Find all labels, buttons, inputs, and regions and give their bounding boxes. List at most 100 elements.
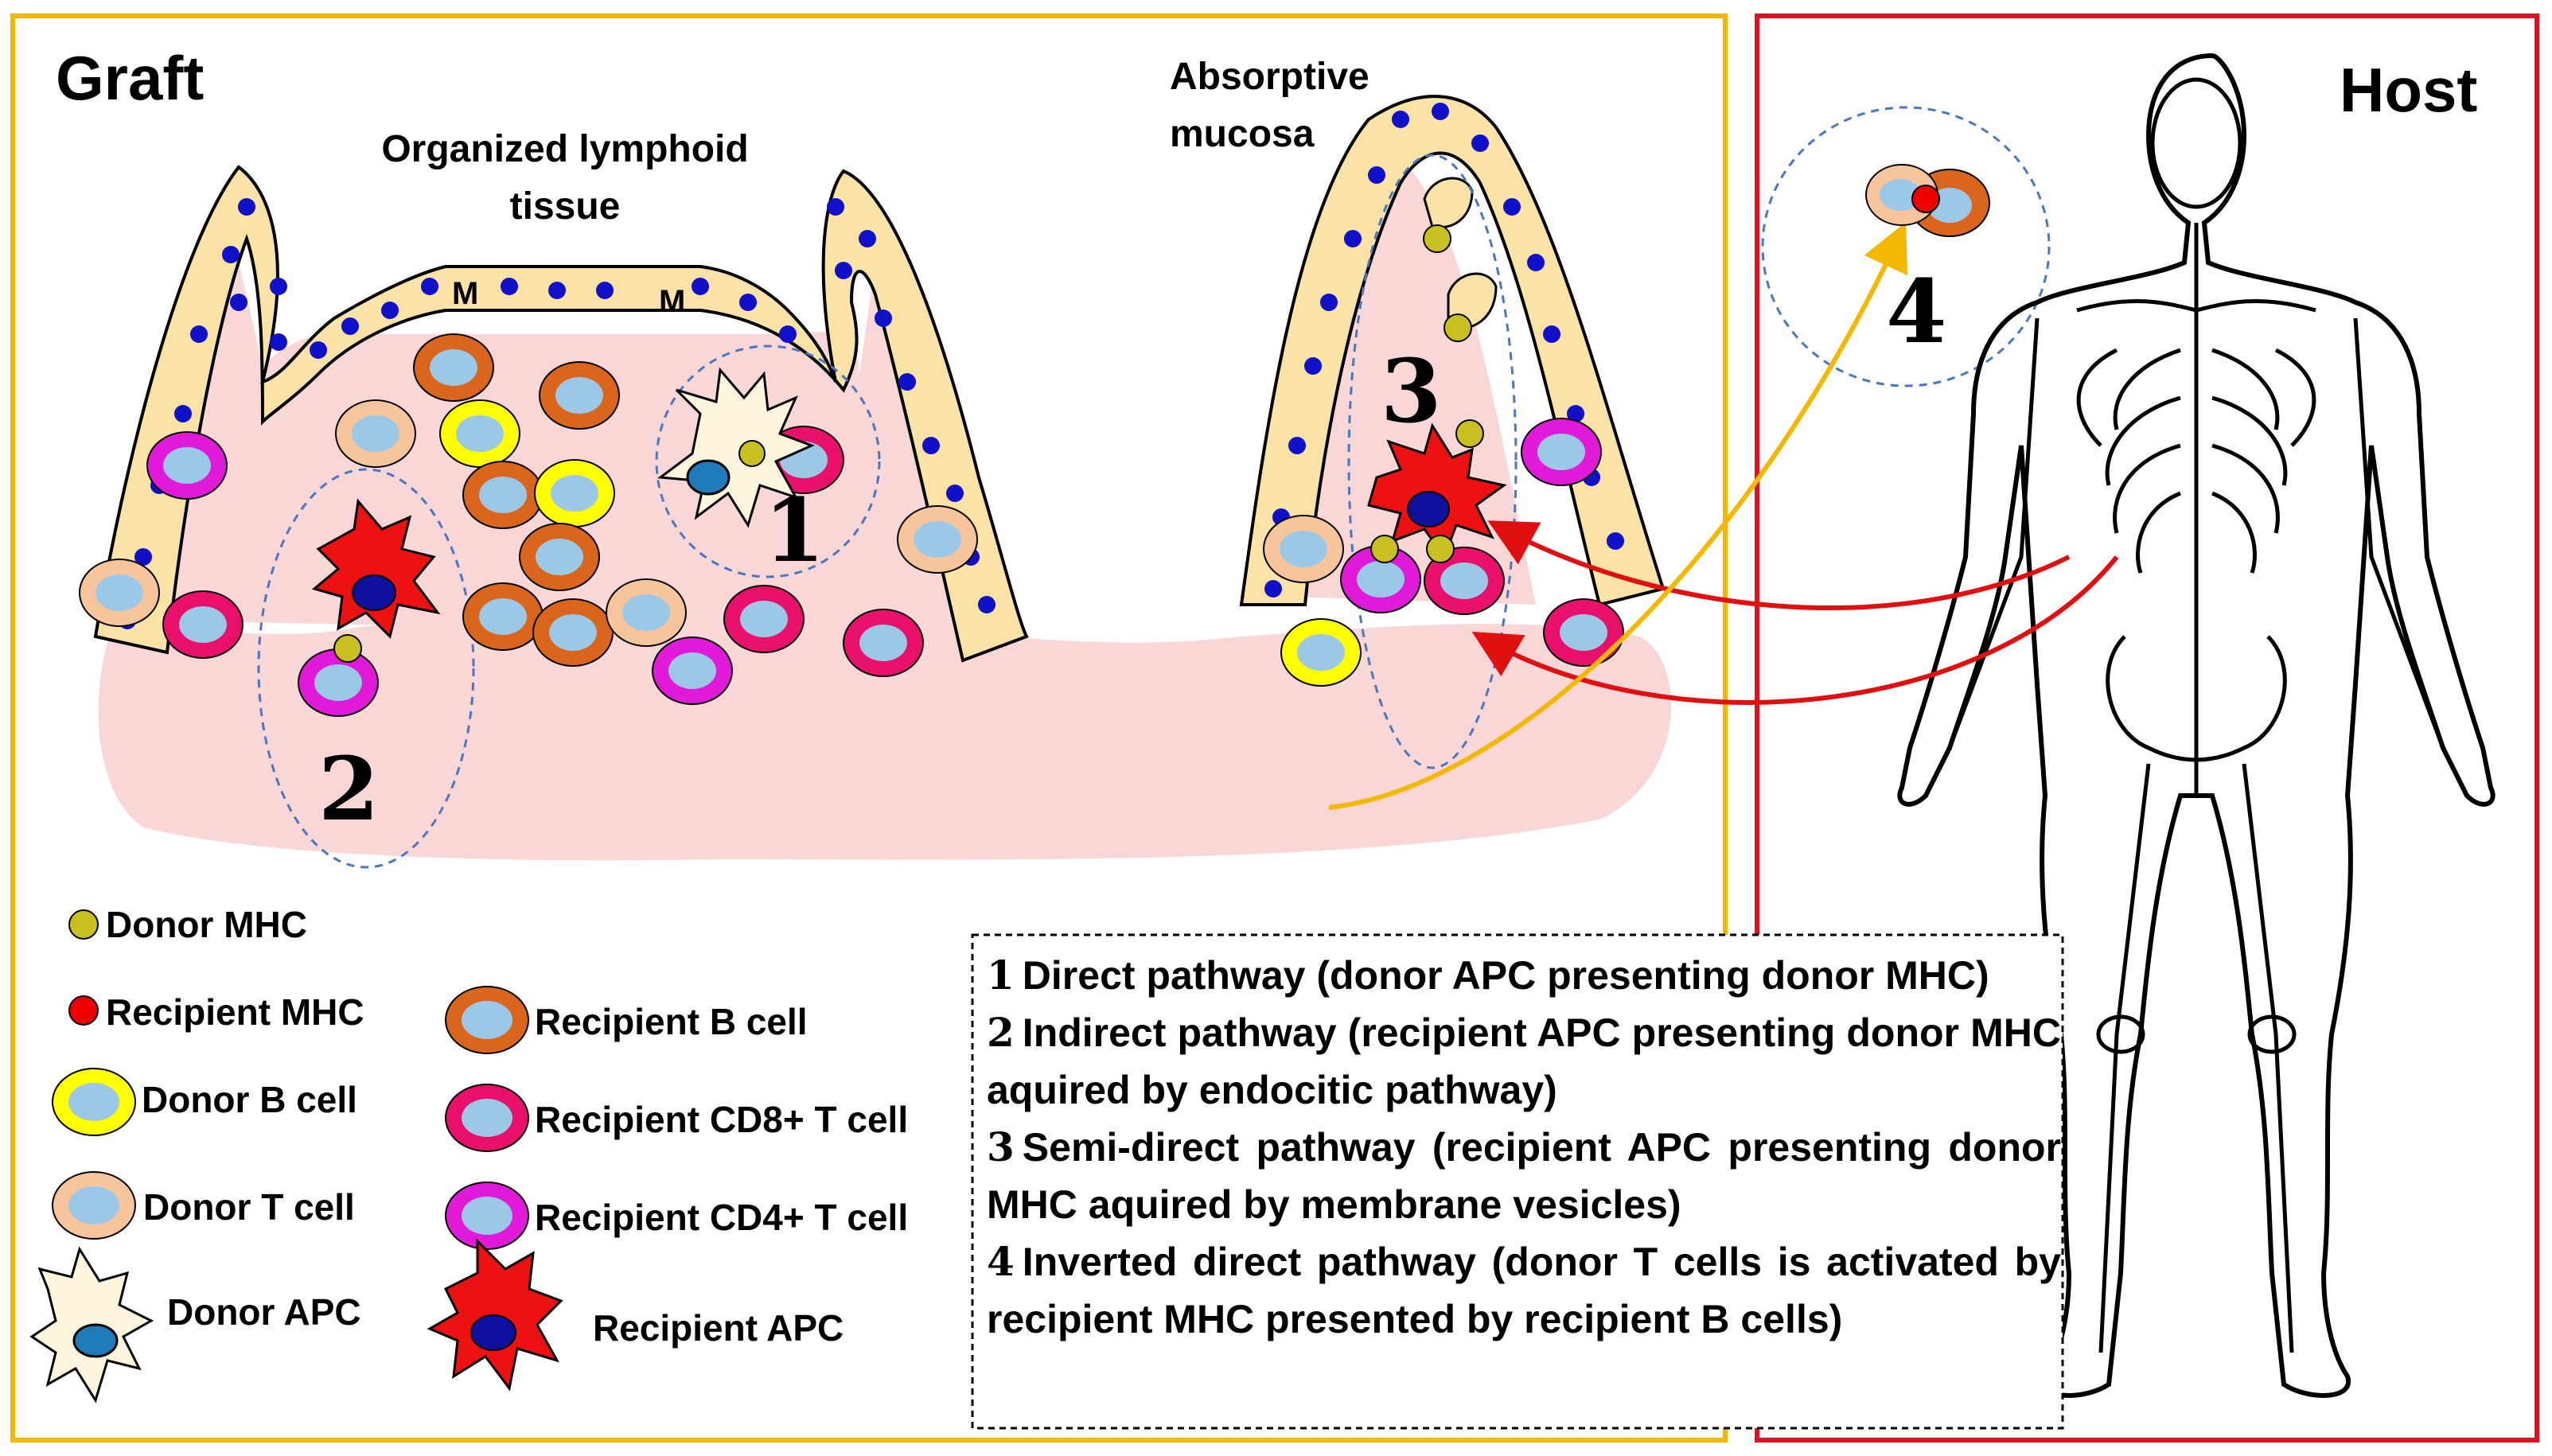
graft-panel — [10, 14, 1728, 1442]
villus-epithelium — [1239, 95, 1666, 607]
donor-b-cell — [439, 399, 520, 468]
recipient-cd4-cell — [1521, 418, 1602, 486]
epithelial-nucleus — [1471, 134, 1489, 152]
epithelial-nucleus — [946, 485, 964, 502]
epithelial-nucleus — [1392, 111, 1409, 128]
donor-t-cell — [606, 578, 687, 647]
legend-donor-apc-swatch — [29, 1246, 154, 1403]
legend-donor-b-label: Donor B cell — [142, 1079, 357, 1120]
epithelial-nucleus — [898, 373, 916, 391]
epithelial-nucleus — [978, 596, 995, 613]
epithelial-nucleus — [922, 437, 940, 454]
legend-recipient-mhc-swatch — [68, 995, 99, 1026]
legend-recipient-b-label: Recipient B cell — [535, 1001, 808, 1042]
recipient-b-cell — [539, 361, 620, 430]
villus-nuclei — [1264, 103, 1624, 598]
epithelial-nucleus — [1264, 580, 1282, 598]
epithelial-nucleus — [1503, 198, 1521, 216]
epithelial-nucleus — [501, 278, 518, 295]
recipient-apc — [311, 498, 441, 663]
epithelial-nucleus — [739, 294, 757, 311]
pathway-marker-2: 2 — [318, 738, 380, 840]
legend-recipient-b-swatch — [445, 986, 529, 1054]
recipient-b-cell — [532, 598, 614, 667]
epithelial-nucleus — [859, 230, 876, 247]
recipient-cd4-cell — [652, 637, 733, 705]
arrow-graft-to-host — [1328, 222, 1908, 810]
epithelial-nucleus — [310, 341, 327, 359]
legend-recipient-cd8-swatch — [445, 1084, 529, 1152]
donor-b-cell — [1280, 618, 1362, 687]
donor-b-cell — [534, 459, 615, 528]
host-panel — [1755, 14, 2539, 1442]
epithelial-nucleus — [827, 198, 844, 216]
host-title: Host — [2340, 55, 2477, 125]
legend-recipient-cd4-swatch — [445, 1182, 529, 1250]
recipient-b-cell — [462, 582, 544, 651]
donor-t-cell — [335, 399, 416, 468]
legend-donor-mhc-label: Donor MHC — [106, 904, 307, 945]
skeleton — [1947, 77, 2445, 1353]
pathway-2-region — [257, 468, 475, 869]
recipient-cd8-cell — [162, 590, 244, 659]
epithelial-nucleus — [1368, 166, 1385, 184]
arrow-host-to-lamina — [1471, 555, 2119, 705]
epithelial-nucleus — [1320, 294, 1338, 311]
membrane-vesicle — [1423, 177, 1474, 229]
recipient-cd8-cell — [1424, 547, 1505, 615]
pathway-3-region — [1347, 154, 1518, 769]
donor-mhc — [1444, 313, 1472, 342]
epithelial-nucleus — [1304, 357, 1322, 375]
epithelial-nucleus — [1543, 325, 1560, 343]
legend-donor-b-swatch — [52, 1068, 136, 1136]
legend: Donor MHC Recipient MHC Donor B cell Don… — [29, 904, 908, 1403]
human-body-outline — [1897, 53, 2496, 1398]
epithelial-nucleus — [174, 405, 192, 422]
epithelial-nucleus — [1288, 437, 1306, 454]
legend-donor-apc-label: Donor APC — [167, 1291, 361, 1333]
graft-tissue — [98, 622, 1672, 861]
recipient-b-cell — [462, 461, 544, 529]
recipient-cd8-cell — [843, 609, 924, 677]
recipient-cd8-cell — [1543, 598, 1624, 667]
pathway-1-region — [655, 345, 881, 578]
donor-t-cell — [897, 505, 978, 574]
arrow-host-to-villus — [1487, 520, 2071, 611]
pathway-marker-4: 4 — [1886, 260, 1947, 363]
epithelial-nucleus — [1432, 103, 1449, 120]
pathway-4-region — [1761, 106, 2051, 387]
epithelial-nucleus — [270, 333, 287, 351]
epithelial-nucleus — [692, 278, 709, 295]
m-cell-label: M — [659, 284, 685, 319]
epithelial-nucleus — [1607, 532, 1624, 550]
donor-mhc — [1455, 419, 1484, 448]
legend-recipient-cd8-label: Recipient CD8+ T cell — [535, 1099, 908, 1140]
inverted-direct-interaction — [1865, 164, 1990, 237]
legend-donor-mhc-swatch — [68, 909, 99, 940]
epithelial-nucleus — [779, 325, 797, 343]
epithelial-nucleus — [1344, 230, 1362, 247]
recipient-cd4-cell — [298, 648, 379, 717]
epithelial-nucleus — [596, 282, 614, 299]
legend-donor-t-swatch — [52, 1171, 136, 1240]
epithelial-nucleus — [1567, 405, 1584, 422]
pathway-description-box — [971, 933, 2064, 1430]
graft-title: Graft — [56, 43, 204, 113]
donor-mhc — [1370, 535, 1399, 563]
pathway-marker-3: 3 — [1381, 340, 1442, 442]
pathway-marker-1: 1 — [764, 479, 825, 582]
m-cell-label: M — [452, 276, 478, 311]
epithelial-nucleus — [421, 278, 438, 295]
epithelial-nucleus — [222, 246, 240, 263]
donor-mhc — [1426, 535, 1455, 563]
legend-recipient-mhc-label: Recipient MHC — [106, 991, 364, 1033]
epithelial-nucleus — [238, 198, 255, 216]
epithelial-nucleus — [270, 278, 287, 295]
legend-recipient-apc-label: Recipient APC — [593, 1307, 844, 1349]
epithelial-nucleus — [1527, 254, 1545, 271]
